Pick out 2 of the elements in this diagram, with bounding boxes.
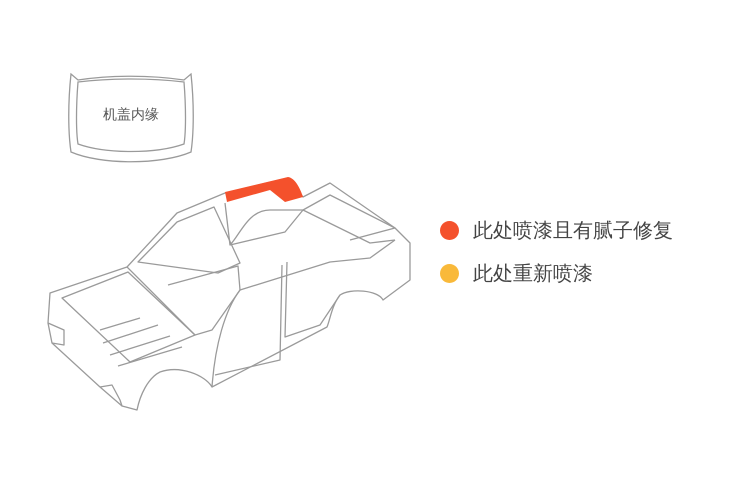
legend-label: 此处喷漆且有腻子修复 — [473, 217, 673, 244]
legend-label: 此处重新喷漆 — [473, 260, 593, 287]
